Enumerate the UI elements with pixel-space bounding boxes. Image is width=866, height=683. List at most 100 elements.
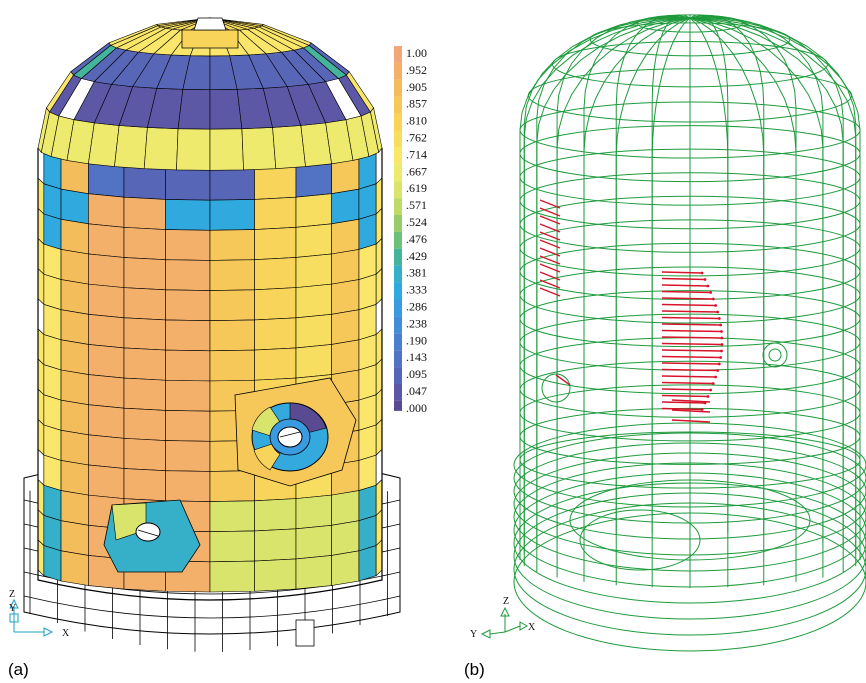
vessel-dome-contours	[37, 17, 383, 171]
force-vector	[661, 323, 721, 326]
legend-swatch	[394, 282, 402, 300]
force-vector	[661, 310, 718, 313]
legend-label: .524	[406, 215, 427, 229]
legend-label: .286	[406, 300, 427, 314]
legend-swatch	[394, 316, 402, 334]
legend-swatch	[394, 164, 402, 182]
legend-swatch	[394, 367, 402, 384]
legend-label: .762	[406, 131, 427, 145]
penetration-lower	[103, 499, 201, 573]
axis-y-label-a: Y	[9, 603, 16, 614]
legend-swatch	[394, 62, 402, 80]
force-vector	[661, 316, 720, 320]
force-vector	[661, 290, 711, 294]
force-vector	[661, 277, 705, 281]
axis-triad-a: Z Y X	[9, 589, 70, 639]
legend-label: .047	[406, 384, 427, 398]
force-vector	[661, 388, 711, 391]
legend-label: .143	[406, 350, 427, 364]
legend-label: .714	[406, 147, 427, 161]
legend-swatch	[394, 130, 402, 148]
legend-label: .667	[406, 164, 427, 178]
force-vector	[661, 394, 708, 398]
force-vector	[671, 419, 711, 423]
vessel-wireframe	[513, 14, 866, 652]
axis-z-label-a: Z	[9, 589, 15, 600]
legend-label: .381	[406, 266, 427, 280]
force-vector	[661, 297, 714, 300]
force-vector	[661, 355, 721, 359]
legend-swatch	[394, 198, 402, 215]
panel-b-caption: (b)	[464, 660, 485, 679]
force-vector	[661, 303, 716, 307]
legend-swatch	[394, 350, 402, 368]
legend-label: .429	[406, 249, 427, 263]
legend-swatch	[394, 384, 402, 401]
axis-triad-b: Z Y X	[470, 596, 536, 640]
force-vector	[661, 271, 703, 274]
force-vector	[539, 247, 561, 257]
force-vector	[539, 263, 561, 273]
force-vector	[661, 375, 716, 378]
force-vector	[539, 223, 561, 233]
legend-swatch	[394, 147, 402, 165]
force-vector	[661, 336, 722, 339]
force-vector	[671, 399, 711, 403]
legend-label: .333	[406, 283, 427, 297]
legend-label: .476	[406, 232, 427, 246]
force-vector	[539, 199, 561, 209]
panel-a-contour-plot: Z Y X (a)	[8, 17, 401, 679]
legend-label: .857	[406, 97, 427, 111]
force-vector	[661, 401, 705, 404]
legend-swatch	[394, 231, 402, 249]
legend-swatch	[394, 181, 402, 199]
legend-swatch	[394, 333, 402, 351]
force-vector	[661, 342, 722, 346]
force-vector	[661, 349, 722, 352]
legend-swatch	[394, 96, 402, 114]
axis-x-label-b: X	[528, 622, 536, 633]
legend-swatch	[394, 400, 402, 411]
legend-label: .238	[406, 316, 427, 330]
legend-label: .619	[406, 181, 427, 195]
force-vectors	[539, 199, 724, 423]
panel-b-wireframe: Z Y X (b)	[464, 14, 866, 679]
force-vector	[539, 215, 561, 225]
vessel-body-contours	[37, 147, 383, 601]
legend-swatch	[394, 299, 402, 317]
legend-swatch	[394, 265, 402, 283]
legend-label: .905	[406, 80, 427, 94]
legend-label: .571	[406, 198, 427, 212]
legend-swatch	[394, 79, 402, 97]
force-vector	[539, 239, 561, 249]
axis-y-label-b: Y	[470, 629, 477, 640]
force-vector	[539, 271, 561, 281]
force-vector	[661, 329, 722, 333]
axis-z-label-b: Z	[503, 596, 509, 607]
force-vector	[539, 231, 561, 241]
legend-swatch	[394, 248, 402, 266]
legend-swatch	[394, 113, 402, 131]
force-vector	[539, 279, 561, 289]
legend-label: .952	[406, 63, 427, 77]
force-vector	[661, 368, 718, 372]
force-vector	[661, 284, 708, 287]
force-vector	[661, 381, 714, 385]
force-vector	[661, 407, 703, 411]
penetration-upper	[234, 377, 357, 487]
force-vector	[539, 207, 561, 217]
legend-label: 1.00	[406, 46, 427, 60]
force-vector	[539, 287, 561, 297]
force-vector	[661, 362, 720, 365]
axis-x-label-a: X	[62, 628, 70, 639]
panel-a-caption: (a)	[8, 660, 29, 679]
force-vector	[539, 255, 561, 265]
legend-swatch	[394, 46, 402, 63]
legend-label: .095	[406, 367, 427, 381]
legend-swatch	[394, 215, 402, 232]
force-vector	[671, 409, 711, 413]
contour-legend: 1.00.952.905.857.810.762.714.667.619.571…	[394, 46, 427, 415]
legend-label: .000	[406, 401, 427, 415]
legend-label: .190	[406, 333, 427, 347]
